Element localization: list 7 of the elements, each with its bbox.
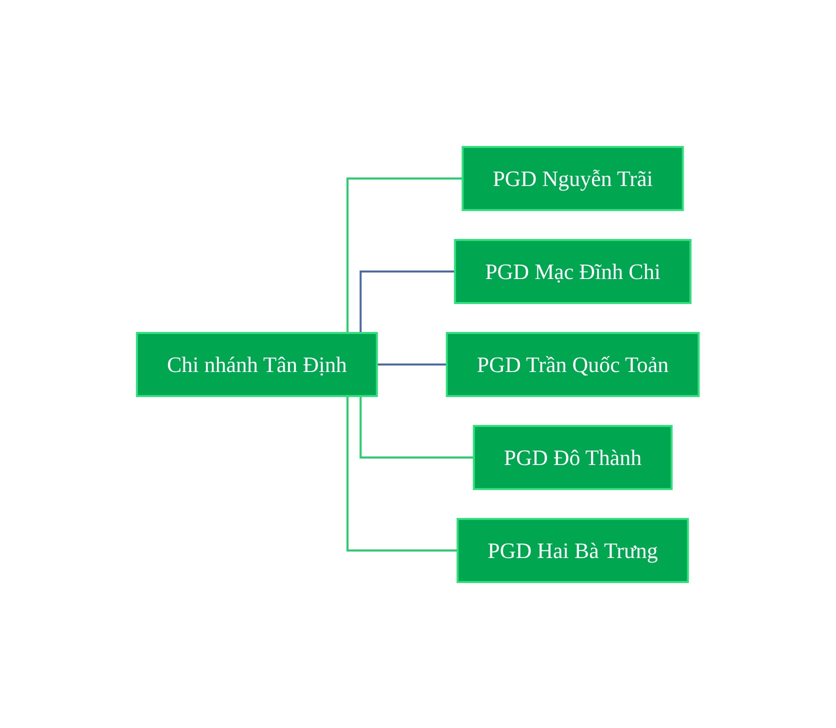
node-box: PGD Nguyễn Trãi [462, 146, 684, 210]
node-box: PGD Mạc Đĩnh Chi [454, 238, 692, 304]
node-box: PGD Trần Quốc Toản [446, 332, 700, 396]
connector [377, 363, 448, 365]
node-box: Chi nhánh Tân Định [136, 332, 378, 396]
node-box: PGD Hai Bà Trưng [456, 518, 690, 582]
node-box: PGD Đô Thành [473, 424, 673, 490]
